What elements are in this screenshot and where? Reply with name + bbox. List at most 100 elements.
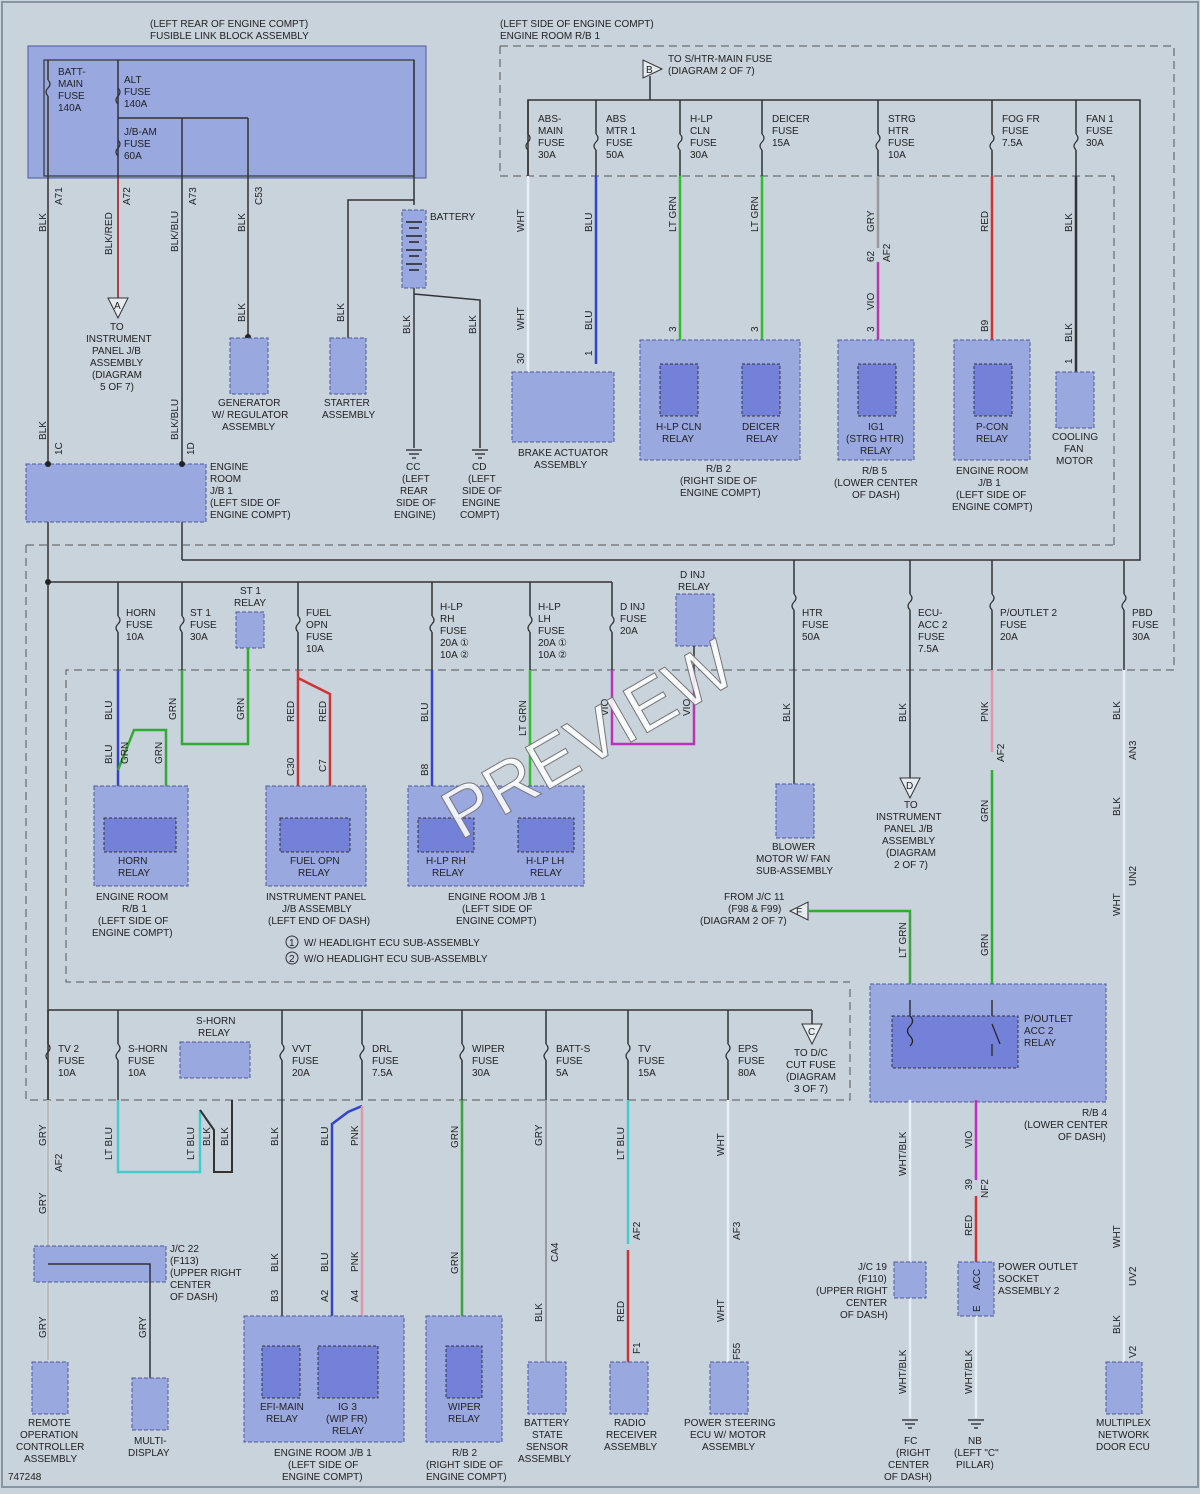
generator-label: GENERATOR W/ REGULATOR ASSEMBLY bbox=[212, 398, 288, 433]
shorn-relay-l1: S-HORN bbox=[196, 1016, 235, 1027]
starter-wire-color: BLK bbox=[336, 303, 347, 322]
svg-text:W/ REGULATOR: W/ REGULATOR bbox=[212, 410, 288, 421]
to-instrument-panel-d: TO INSTRUMENT PANEL J/B ASSEMBLY (DIAGRA… bbox=[876, 800, 942, 871]
bottom-fuse-7-label-2: 80A bbox=[738, 1068, 756, 1079]
jc22-l1: J/C 22 bbox=[170, 1244, 199, 1255]
shorn-wire-ltblu: LT BLU bbox=[104, 1127, 115, 1160]
top-wire-color-0: WHT bbox=[516, 209, 527, 232]
bottom-fuse-7-label-0: EPS bbox=[738, 1044, 758, 1055]
batt-main-fuse-l1: BATT- bbox=[58, 67, 86, 78]
top-fuse-3-label-0: DEICER bbox=[772, 114, 810, 125]
multi-display-l2: DISPLAY bbox=[128, 1448, 170, 1459]
fc-l3: CENTER bbox=[888, 1460, 929, 1471]
multi-wire-gry: GRY bbox=[138, 1316, 149, 1338]
mid-fuse-3-label-0: H-LP bbox=[440, 602, 463, 613]
wiper-wire-grn-2: GRN bbox=[450, 1252, 461, 1274]
note-2-marker: 2 bbox=[289, 954, 295, 965]
multi-display-l1: MULTI- bbox=[134, 1436, 167, 1447]
wire-a72-pin: A72 bbox=[122, 187, 133, 205]
top-fuse-6-label-0: FAN 1 bbox=[1086, 114, 1114, 125]
mid-fuse-4-label-0: H-LP bbox=[538, 602, 561, 613]
svg-text:GENERATOR: GENERATOR bbox=[218, 398, 280, 409]
ref-c-symbol bbox=[801, 1023, 823, 1046]
ig3-l2: (WIP FR) bbox=[326, 1414, 367, 1425]
svg-text:PANEL J/B: PANEL J/B bbox=[884, 824, 933, 835]
pcon-relay-l1: P-CON bbox=[976, 422, 1008, 433]
hlp-rh-wire-blu: BLU bbox=[420, 703, 431, 722]
top-fuse-4-label-1: HTR bbox=[888, 126, 909, 137]
svg-text:(LEFT: (LEFT bbox=[402, 474, 430, 485]
rb1-l3: (LEFT SIDE OF bbox=[98, 916, 168, 927]
strg-wire-vio: VIO bbox=[866, 293, 877, 310]
rb1-l1: ENGINE ROOM bbox=[96, 892, 168, 903]
remote-controller-box bbox=[31, 1361, 69, 1415]
socket-l1: POWER OUTLET bbox=[998, 1262, 1078, 1273]
top-wire-color-3: LT GRN bbox=[750, 196, 761, 232]
battsense-l1: BATTERY bbox=[524, 1418, 570, 1429]
bottom-fuse-3-label-1: FUSE bbox=[372, 1056, 399, 1067]
jc19-box bbox=[893, 1261, 927, 1299]
jbam-fuse-l1: J/B-AM bbox=[124, 127, 157, 138]
ig3-l3: RELAY bbox=[332, 1426, 364, 1437]
dinj-relay-box bbox=[675, 593, 715, 647]
nb-l3: PILLAR) bbox=[956, 1460, 994, 1471]
fuel-wire-red-2: RED bbox=[318, 701, 329, 722]
battery-ground-wire-1: BLK bbox=[402, 315, 413, 334]
preview-watermark: PREVIEW bbox=[429, 625, 748, 854]
nb-l1: NB bbox=[968, 1436, 982, 1447]
jc19-l1: J/C 19 bbox=[858, 1262, 887, 1273]
battsense-l2: STATE bbox=[532, 1430, 563, 1441]
svg-text:ASSEMBLY: ASSEMBLY bbox=[90, 358, 143, 369]
drl-wire-pnk-2: PNK bbox=[350, 1251, 361, 1272]
top-fuse-0-label-3: 30A bbox=[538, 150, 556, 161]
ref-f-letter: F bbox=[796, 907, 802, 918]
battsense-l3: SENSOR bbox=[526, 1442, 568, 1453]
mid-fuse-3-label-2: FUSE bbox=[440, 626, 467, 637]
mid-fuse-9-label-0: PBD bbox=[1132, 608, 1153, 619]
rb5-l1: R/B 5 bbox=[862, 466, 887, 477]
wire-c53-pin: C53 bbox=[254, 186, 265, 205]
blower-motor-box bbox=[775, 783, 815, 839]
radio-wire-red: RED bbox=[616, 1301, 627, 1322]
pseps-l2: ECU W/ MOTOR bbox=[690, 1430, 766, 1441]
pin-uv2: UV2 bbox=[1128, 1266, 1139, 1286]
svg-text:STARTER: STARTER bbox=[324, 398, 370, 409]
dinj-relay-l1: D INJ bbox=[680, 570, 705, 581]
mid-fuse-5-label-2: 20A bbox=[620, 626, 638, 637]
battsense-wire-gry: GRY bbox=[534, 1124, 545, 1146]
brake-wire-wht-2: WHT bbox=[516, 307, 527, 330]
mpx-l1: MULTIPLEX bbox=[1096, 1418, 1151, 1429]
horn-relay bbox=[103, 817, 177, 853]
remote-l3: CONTROLLER bbox=[16, 1442, 84, 1453]
mid-fuse-0-label-0: HORN bbox=[126, 608, 155, 619]
top-wire-color-2: LT GRN bbox=[668, 196, 679, 232]
mid-fuse-0-label-1: FUSE bbox=[126, 620, 153, 631]
mid-fuse-2-label-2: FUSE bbox=[306, 632, 333, 643]
svg-text:2 OF 7): 2 OF 7) bbox=[894, 860, 928, 871]
top-wire-color-6: BLK bbox=[1064, 213, 1075, 232]
generator-wire-color: BLK bbox=[237, 303, 248, 322]
brake-actuator-box bbox=[511, 371, 615, 443]
svg-text:(LEFT SIDE OF: (LEFT SIDE OF bbox=[210, 498, 280, 509]
fc-l1: FC bbox=[904, 1436, 917, 1447]
top-pin-2: 3 bbox=[668, 326, 679, 332]
mid-fuse-6-label-1: FUSE bbox=[802, 620, 829, 631]
svg-text:(DIAGRAM: (DIAGRAM bbox=[786, 1072, 836, 1083]
ref-d-symbol bbox=[899, 777, 921, 800]
pin-nf2: NF2 bbox=[980, 1179, 991, 1198]
pin-an3: AN3 bbox=[1128, 740, 1139, 760]
mid-fuse-7-label-2: FUSE bbox=[918, 632, 945, 643]
hlp-cln-relay-l1: H-LP CLN bbox=[656, 422, 701, 433]
ground-cd-label: CD (LEFT SIDE OF ENGINE COMPT) bbox=[460, 462, 502, 521]
mid-fuse-4-label-2: FUSE bbox=[538, 626, 565, 637]
st1-relay-l2: RELAY bbox=[234, 598, 266, 609]
socket-wire-whtblk: WHT/BLK bbox=[964, 1349, 975, 1394]
ref-a-symbol bbox=[107, 297, 129, 320]
shorn-relay-wire-blk-2: BLK bbox=[220, 1127, 231, 1146]
